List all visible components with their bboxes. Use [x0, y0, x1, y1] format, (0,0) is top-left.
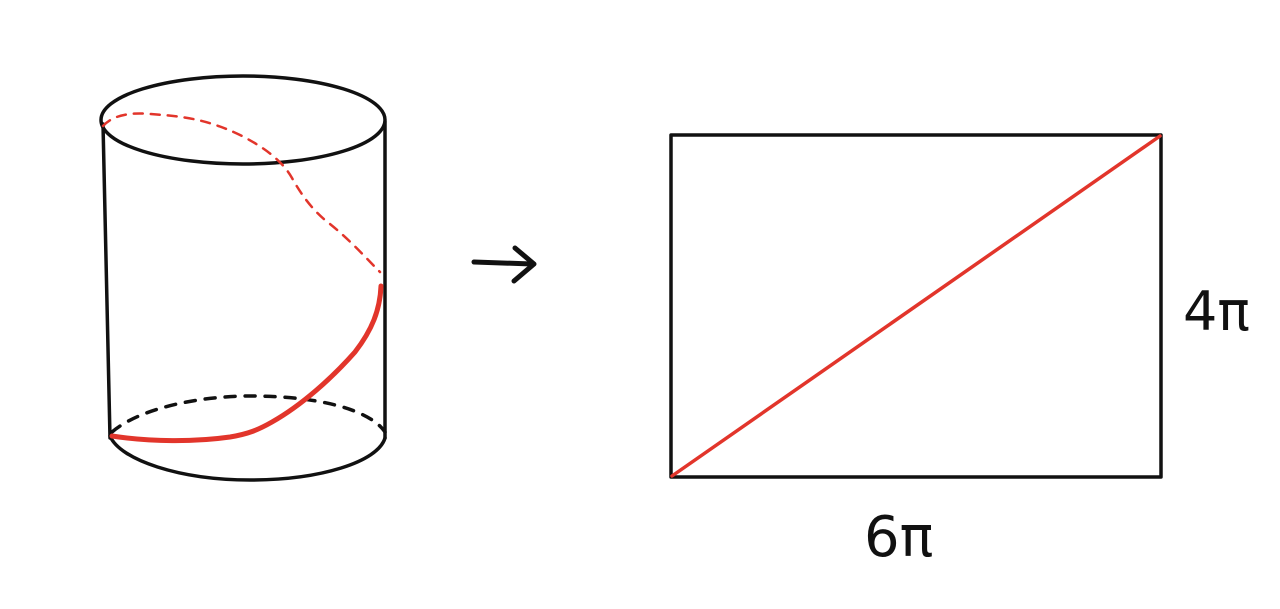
cylinder-bottom-back-arc — [110, 394, 387, 434]
rectangle-outline — [669, 133, 1163, 479]
helix-visible-segment — [109, 283, 384, 444]
rectangle-diagonal — [670, 134, 1162, 478]
unrolled-rectangle — [669, 133, 1163, 479]
cylinder-left-side — [101, 122, 112, 440]
cylinder — [99, 74, 387, 482]
helix-hidden-segment — [101, 112, 382, 274]
cylinder-bottom-front-arc — [108, 434, 387, 482]
height-label: 4π — [1183, 280, 1250, 343]
helix-path — [101, 112, 384, 444]
arrow-right-icon — [471, 245, 537, 284]
cylinder-top-ellipse — [99, 74, 387, 166]
width-label: 6π — [864, 505, 933, 570]
